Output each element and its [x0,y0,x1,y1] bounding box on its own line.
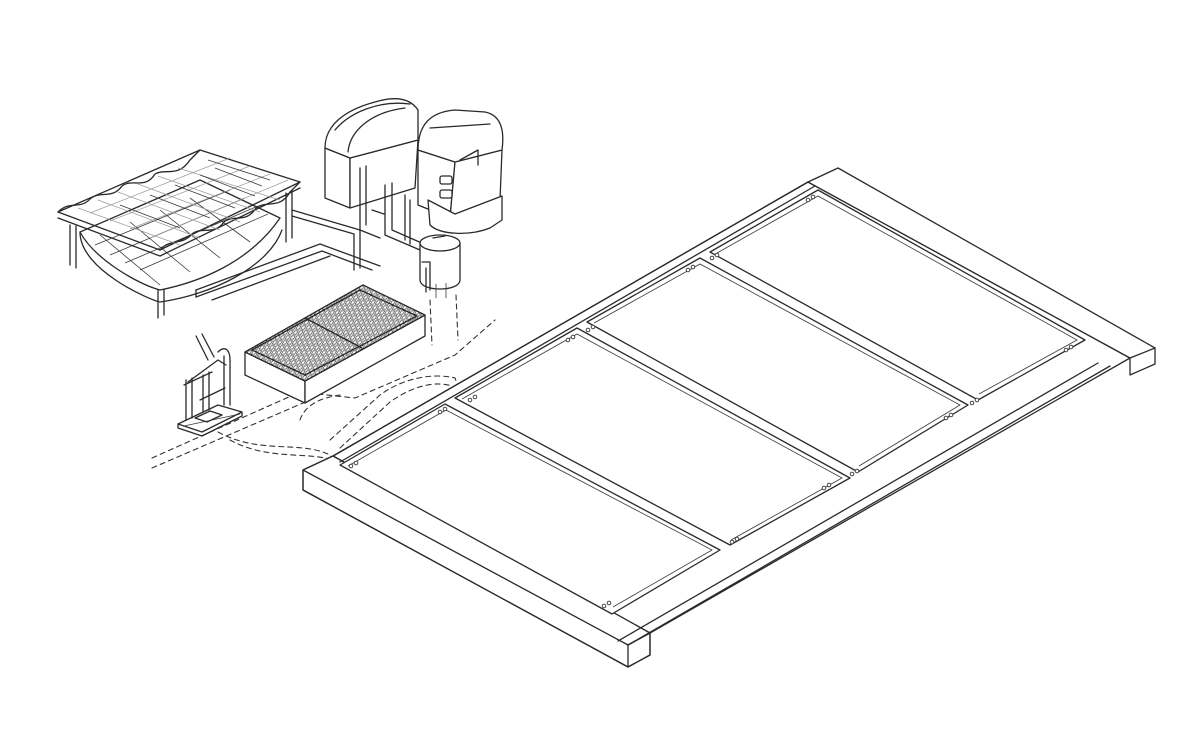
hand-pump [177,333,243,437]
bolt-holes [348,194,1074,609]
panel-platform [302,167,1156,668]
cylinder-tank [419,234,461,298]
grid-tray [244,284,426,404]
processing-unit [324,98,504,251]
underground-pipes [151,294,496,471]
greenhouse-tank [57,149,381,319]
